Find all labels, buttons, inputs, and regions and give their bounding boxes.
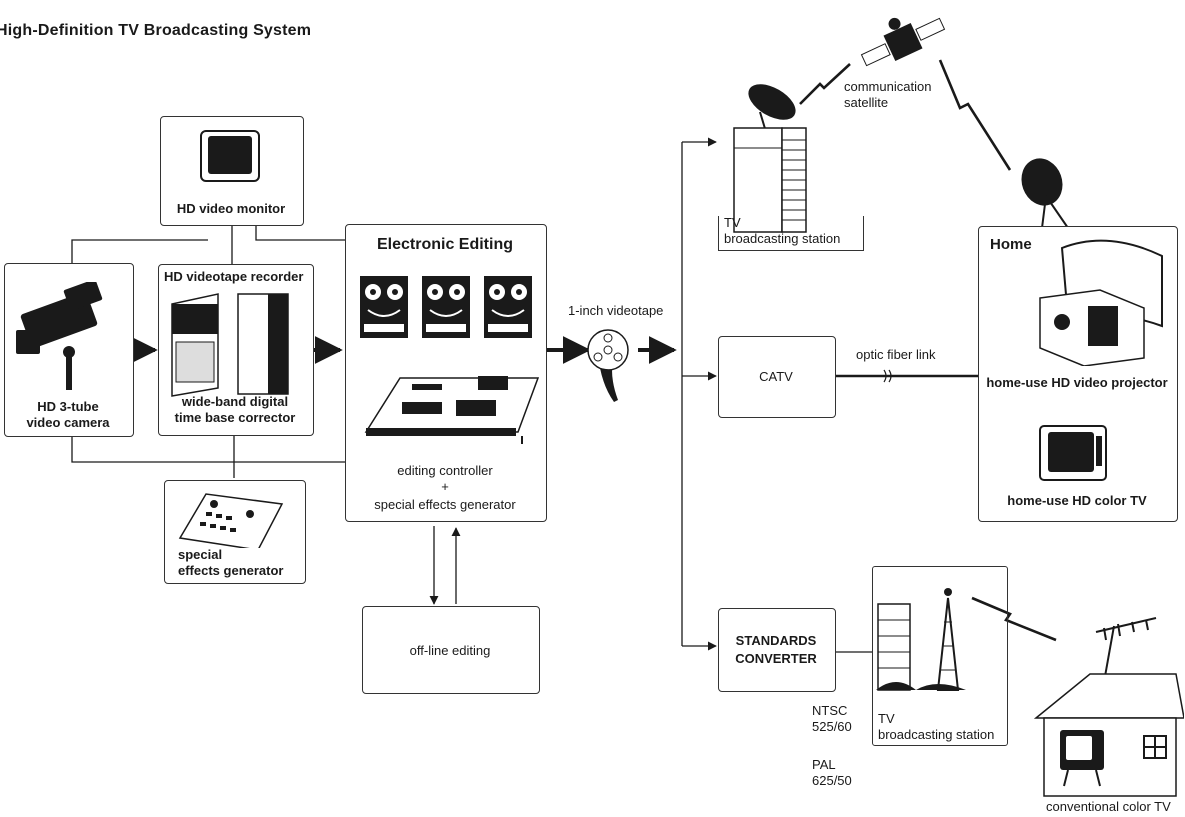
hd-color-tv-icon — [1039, 425, 1107, 481]
editing-title: Electronic Editing — [376, 236, 513, 253]
offline-editing-box — [362, 606, 540, 694]
sfx-small-label-2: effects generator — [178, 563, 284, 578]
editing-console-icon — [364, 376, 540, 444]
ntsc-rate: 525/60 — [812, 719, 852, 734]
diagram-title: High-Definition TV Broadcasting System — [0, 22, 312, 39]
editing-controller-label: editing controller — [397, 463, 493, 478]
tbc-label-1: wide-band digital — [181, 394, 289, 409]
editing-plus: + — [441, 479, 449, 494]
catv-label: CATV — [759, 369, 793, 384]
vtr-label: HD videotape recorder — [164, 269, 304, 284]
offline-editing-label: off-line editing — [409, 643, 491, 658]
station-top-label-2: broadcasting station — [724, 231, 841, 246]
tape-decks-icon — [360, 276, 532, 338]
converter-label-2: CONVERTER — [735, 651, 817, 666]
tv-monitor-icon — [200, 130, 260, 182]
videotape-recorder-icon — [171, 293, 289, 397]
ntsc-label: NTSC — [812, 703, 848, 718]
satellite-label-2: satellite — [844, 95, 889, 110]
videotape-label: 1-inch videotape — [568, 303, 664, 318]
video-camera-icon — [16, 282, 103, 390]
sfx-small-label-1: special — [178, 547, 223, 562]
catv-box — [718, 336, 836, 418]
standards-converter-box — [718, 608, 836, 692]
fiber-label: optic fiber link — [856, 347, 936, 362]
house-icon — [1034, 617, 1184, 797]
camera-label-2: video camera — [26, 415, 110, 430]
camera-label-1: HD 3-tube — [37, 399, 99, 414]
pal-rate: 625/50 — [812, 773, 852, 788]
effects-generator-icon — [178, 493, 284, 548]
broadcast-tower-icon — [876, 588, 966, 691]
tbc-label-2: time base corrector — [174, 410, 296, 425]
conventional-tv-label: conventional color TV — [1046, 799, 1171, 814]
station-bottom-label-2: broadcasting station — [878, 727, 995, 742]
monitor-label: HD video monitor — [176, 201, 286, 216]
broadcasting-station-icon — [733, 84, 807, 233]
hd-tv-label: home-use HD color TV — [1007, 493, 1147, 508]
station-top-frame — [718, 216, 864, 251]
video-projector-icon — [1039, 239, 1163, 366]
satellite-label-1: communication — [844, 79, 932, 94]
satellite-icon — [860, 17, 946, 67]
station-top-label-1: TV — [724, 215, 741, 230]
tape-reel-icon — [587, 329, 629, 402]
special-effects-label: special effects generator — [374, 497, 516, 512]
converter-label-1: STANDARDS — [735, 633, 817, 648]
station-bottom-frame — [872, 566, 1008, 746]
home-title: Home — [990, 236, 1032, 253]
electronic-editing-box — [345, 224, 547, 522]
station-bottom-label-1: TV — [878, 711, 895, 726]
projector-label: home-use HD video projector — [986, 375, 1168, 390]
receiving-dish-icon — [1021, 158, 1069, 229]
pal-label: PAL — [812, 757, 836, 772]
